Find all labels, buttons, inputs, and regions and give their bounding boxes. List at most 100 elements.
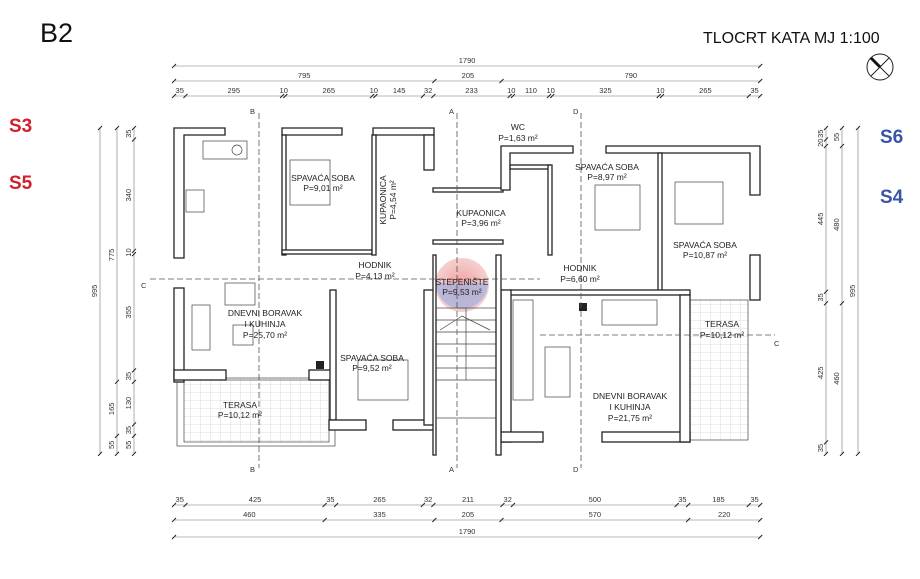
dimension-tick [510, 502, 516, 508]
dimension-value: 460 [832, 372, 841, 385]
room-name: I KUHINJA [244, 319, 285, 329]
dimension-value: 35 [176, 86, 184, 95]
room-area: P=25,70 m² [243, 330, 287, 340]
tag-s6: S6 [880, 127, 904, 148]
sheet-title: TLOCRT KATA MJ 1:100 [703, 30, 880, 47]
dimension-value: 500 [589, 495, 602, 504]
room-area: P=21,75 m² [608, 413, 652, 423]
dimension-tick [114, 451, 120, 457]
dimension-tick [499, 78, 504, 84]
dimension-tick [183, 502, 188, 508]
dimension-value: 445 [816, 213, 825, 226]
dimension-value: 995 [90, 285, 99, 298]
room-name: SPAVAĆA SOBA [291, 173, 355, 183]
dimension-tick [823, 289, 829, 295]
plan-title: B2 [40, 18, 74, 48]
room-area: P=10,12 m² [218, 410, 262, 420]
dimension-tick [757, 517, 763, 523]
dimension-tick [131, 248, 137, 254]
dimension-value: 480 [832, 218, 841, 231]
dimension-tick [322, 517, 328, 523]
dimension-tick [839, 125, 845, 131]
tag-s4: S4 [880, 187, 904, 208]
dimension-tick [839, 300, 845, 306]
room-name: DNEVNI BORAVAK [228, 308, 303, 318]
dimension-value: 265 [699, 86, 712, 95]
dimension-tick [431, 502, 436, 508]
room-name: KUPAONICA [456, 208, 506, 218]
dimension-value: 10 [507, 86, 515, 95]
dimension-tick [282, 93, 288, 99]
room-area: P=10,12 m² [700, 330, 744, 340]
dimension-tick [131, 379, 137, 385]
dimension-tick [420, 93, 426, 99]
dimension-tick [131, 137, 137, 142]
dimension-tick [279, 93, 285, 99]
dimension-value: 32 [504, 495, 512, 504]
dimension-tick [373, 93, 378, 99]
dimension-tick [131, 125, 137, 131]
dimension-tick [131, 451, 137, 457]
dimension-tick [171, 502, 177, 508]
room-name: WC [511, 122, 525, 132]
staircase [432, 254, 502, 456]
dimension-tick [114, 379, 120, 385]
room-area: P=3,96 m² [461, 218, 501, 228]
dimension-value: 185 [712, 495, 725, 504]
dimension-tick [823, 137, 829, 142]
dimension-value: 795 [298, 71, 311, 80]
section-c-label: C [141, 281, 147, 290]
dimension-value: 10 [280, 86, 288, 95]
room-name: TERASA [223, 400, 257, 410]
dimension-tick [369, 93, 375, 99]
room-area: P=9,01 m² [303, 183, 343, 193]
dimension-tick [839, 143, 845, 149]
dimension-tick [420, 502, 426, 508]
room-name: I KUHINJA [609, 402, 650, 412]
dimension-value: 55 [107, 441, 116, 449]
dimension-value: 425 [816, 367, 825, 380]
dimension-value: 10 [124, 248, 133, 256]
dimension-tick [757, 93, 763, 99]
chimney-icon [579, 303, 587, 311]
dimension-value: 211 [462, 495, 474, 504]
room-area: P=1,63 m² [498, 133, 538, 143]
dimension-value: 32 [424, 86, 432, 95]
dimension-value: 35 [750, 86, 758, 95]
dimension-value: 10 [546, 86, 554, 95]
dimension-value: 35 [750, 495, 758, 504]
dimension-value: 233 [465, 86, 478, 95]
dimension-tick [131, 367, 137, 373]
dimension-value: 265 [322, 86, 335, 95]
room-area: P=4,54 m² [388, 180, 398, 220]
dimension-value: 460 [243, 510, 256, 519]
dimension-tick [823, 300, 829, 306]
dimension-value: 335 [373, 510, 386, 519]
dimension-value: 35 [816, 293, 825, 301]
dimension-tick [114, 125, 120, 131]
dimension-tick [757, 502, 763, 508]
room-name: KUPAONICA [378, 175, 388, 225]
room-name: TERASA [705, 319, 739, 329]
tag-s5: S5 [9, 173, 33, 194]
dimension-value: 35 [124, 426, 133, 434]
room-labels: WC P=1,63 m² SPAVAĆA SOBA P=9,01 m² KUPA… [218, 122, 744, 423]
dimension-value: 325 [599, 86, 612, 95]
dimension-value: 220 [718, 510, 731, 519]
dimension-tick [823, 143, 829, 149]
dimension-value: 10 [656, 86, 664, 95]
dimension-value: 20 [816, 139, 825, 147]
dimension-value: 790 [625, 71, 638, 80]
room-area: P=8,97 m² [587, 172, 627, 182]
dimension-value: 165 [107, 403, 116, 416]
dimension-tick [171, 534, 177, 540]
terrace-left [183, 379, 330, 443]
room-name: STEPENIŠTE [436, 277, 489, 287]
dimension-value: 35 [326, 495, 334, 504]
dimension-tick [855, 451, 861, 457]
dimension-tick [656, 93, 662, 99]
dimension-tick [114, 433, 120, 439]
furniture [185, 140, 724, 401]
dimension-value: 570 [589, 510, 602, 519]
